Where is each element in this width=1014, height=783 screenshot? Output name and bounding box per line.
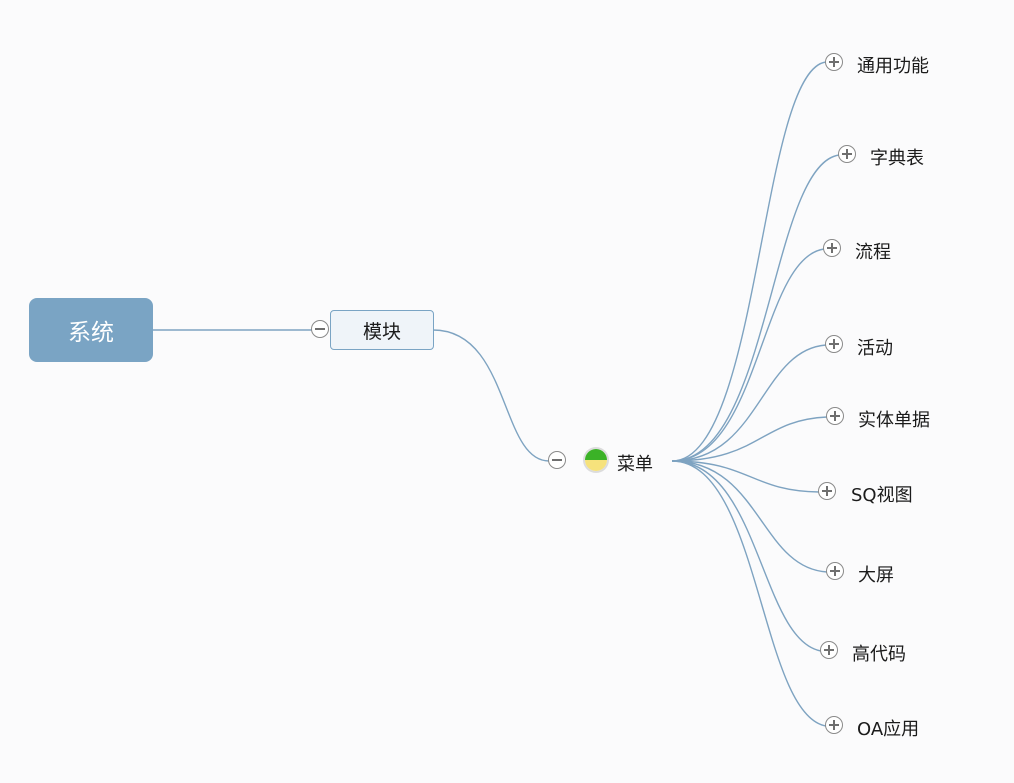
topic-entity-documents[interactable]: 实体单据	[858, 410, 930, 431]
topic-dictionary-table[interactable]: 字典表	[870, 148, 924, 169]
topic-general-functions[interactable]: 通用功能	[857, 56, 929, 77]
line-menu-leaf	[671, 61, 827, 462]
line-menu-leaf	[671, 248, 825, 462]
expand-icon[interactable]	[825, 53, 843, 71]
topic-menu[interactable]: 菜单	[617, 454, 653, 475]
expand-icon[interactable]	[825, 716, 843, 734]
topic-high-code[interactable]: 高代码	[852, 644, 906, 665]
expand-icon[interactable]	[826, 407, 844, 425]
collapse-menu-icon[interactable]	[548, 451, 566, 469]
root-topic-system[interactable]: 系统	[29, 298, 153, 362]
line-menu-leaf	[671, 460, 820, 493]
line-menu-leaf	[671, 460, 822, 652]
expand-icon[interactable]	[826, 562, 844, 580]
collapse-module-icon[interactable]	[311, 320, 329, 338]
topic-big-screen[interactable]: 大屏	[858, 565, 894, 586]
topic-sq-view[interactable]: SQ视图	[851, 485, 913, 506]
module-topic-label: 模块	[362, 320, 401, 343]
half-progress-icon	[585, 449, 607, 471]
topic-oa-application[interactable]: OA应用	[857, 719, 920, 740]
line-module-menu	[432, 329, 550, 462]
expand-icon[interactable]	[823, 239, 841, 257]
root-topic-label: 系统	[68, 320, 114, 346]
line-menu-leaf	[671, 460, 827, 727]
line-menu-leaf	[671, 416, 828, 462]
expand-icon[interactable]	[820, 641, 838, 659]
line-menu-leaf	[671, 460, 828, 573]
expand-icon[interactable]	[818, 482, 836, 500]
line-menu-leaf	[671, 344, 827, 462]
topic-module[interactable]: 模块	[330, 310, 434, 350]
topic-activity[interactable]: 活动	[857, 338, 893, 359]
topic-process[interactable]: 流程	[855, 242, 891, 263]
line-menu-leaf	[671, 154, 840, 462]
expand-icon[interactable]	[838, 145, 856, 163]
expand-icon[interactable]	[825, 335, 843, 353]
